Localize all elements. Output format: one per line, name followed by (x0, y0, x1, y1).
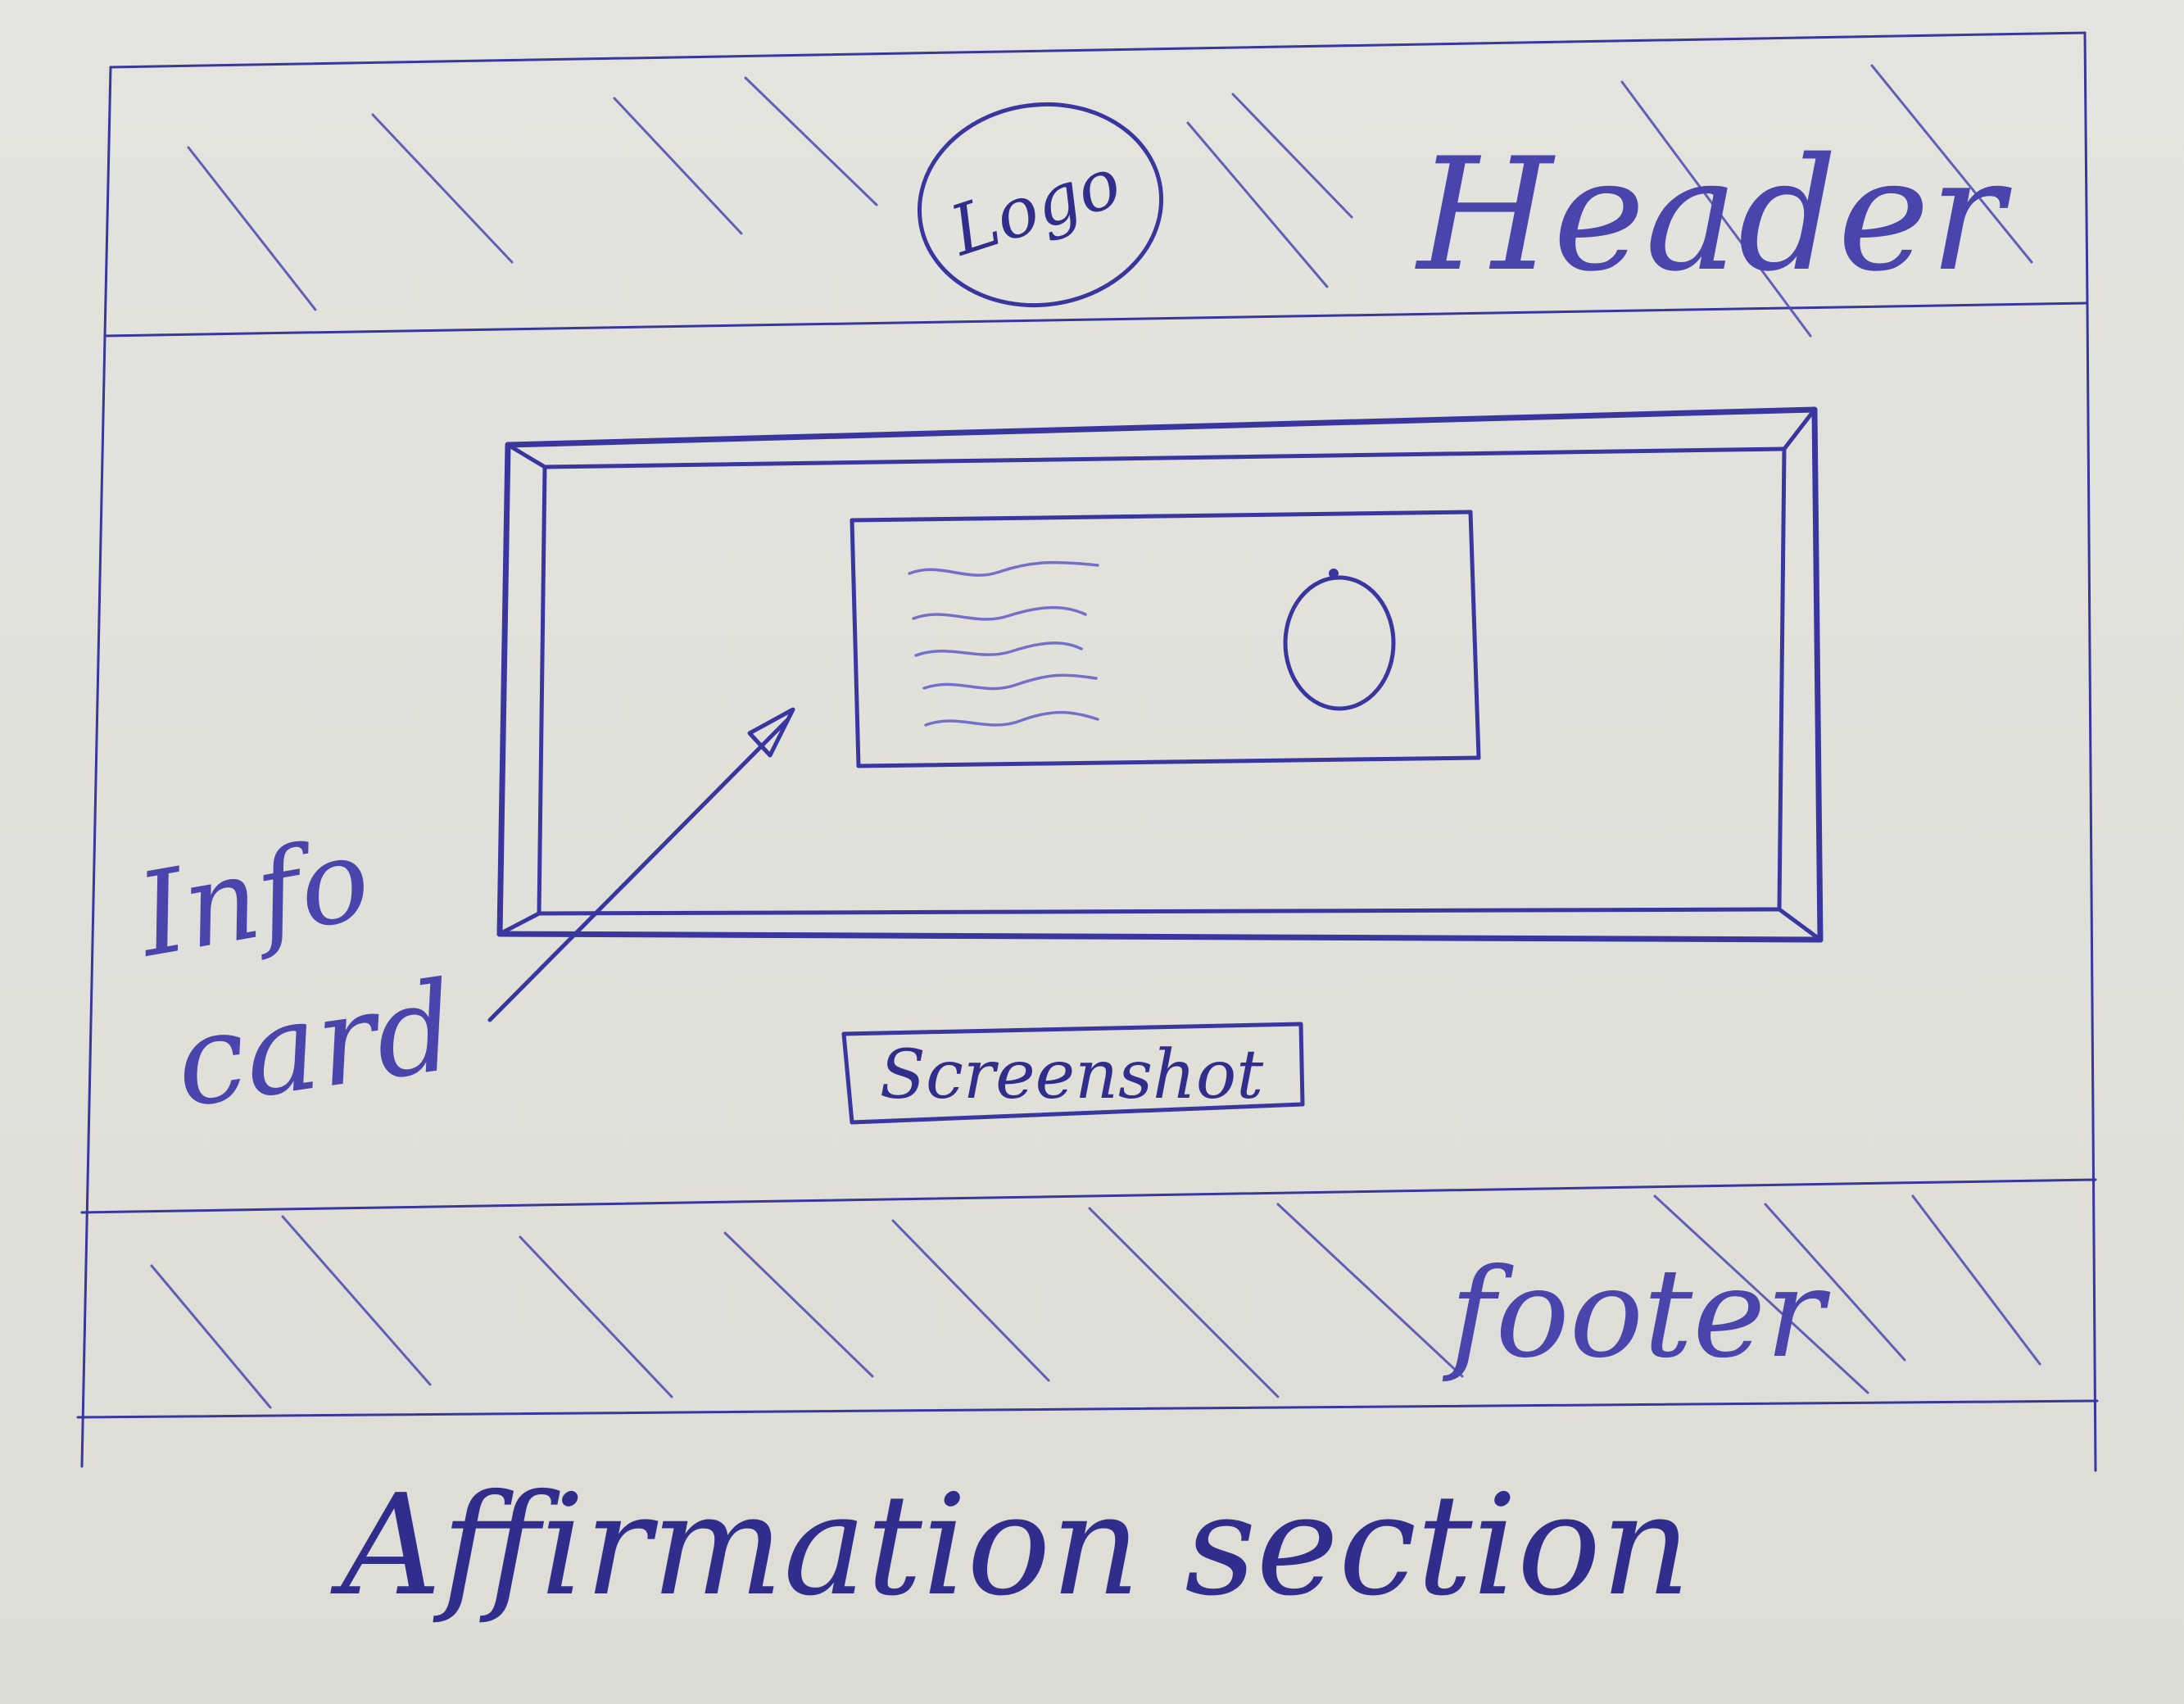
info-card: Info card (126, 406, 1824, 1135)
screenshot-button[interactable]: Screenshot (841, 1022, 1305, 1125)
annotation-info: Info (126, 812, 379, 984)
profile-card (850, 510, 1481, 768)
text-placeholder-lines (908, 560, 1099, 727)
arrow-icon (487, 707, 795, 1022)
header-hatching (187, 64, 2033, 338)
info-card-bevel-corners (497, 407, 1823, 942)
logo-label: Logo (940, 142, 1131, 272)
footer-hatching (150, 1194, 2041, 1409)
info-card-inner-frame (537, 446, 1787, 916)
header-label: Header (1415, 125, 2012, 306)
info-card-annotation: Info card (126, 707, 795, 1135)
page-frame (80, 31, 2097, 1472)
info-card-outer-frame (496, 406, 1824, 943)
footer-label: footer (1442, 1243, 1831, 1385)
footer: footer (76, 1178, 2099, 1419)
screenshot-button-label: Screenshot (880, 1036, 1264, 1114)
avatar-dot (1329, 569, 1339, 578)
section-caption: Affirmation section (330, 1465, 1691, 1627)
avatar (1283, 569, 1396, 711)
header: Logo Header (103, 64, 2089, 338)
logo[interactable]: Logo (906, 89, 1174, 321)
annotation-card: card (167, 955, 464, 1135)
